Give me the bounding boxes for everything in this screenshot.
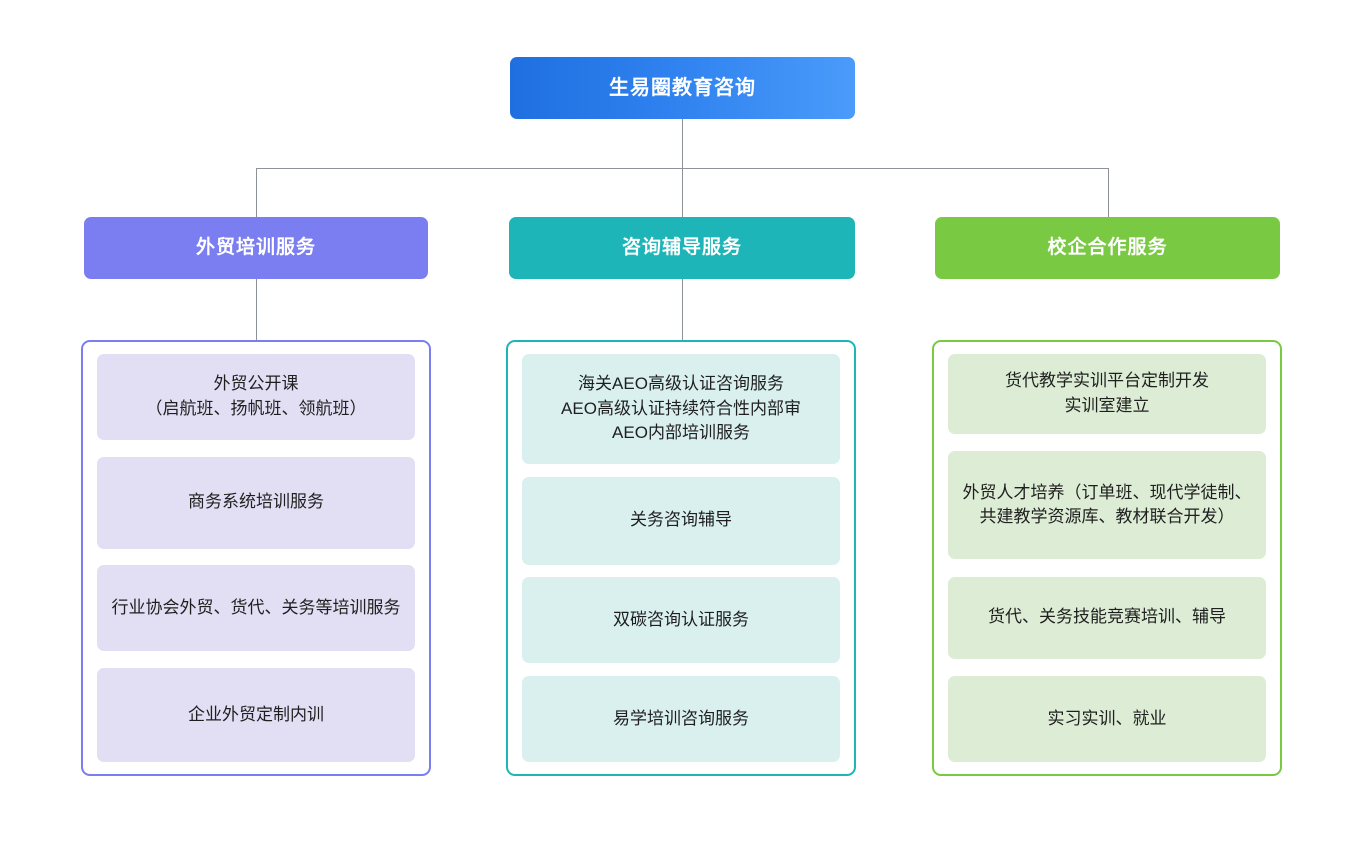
category-header-waimao-peixun[interactable]: 外贸培训服务 — [84, 217, 428, 279]
category-panel-zixun-fudao: 海关AEO高级认证咨询服务 AEO高级认证持续符合性内部审 AEO内部培训服务 … — [506, 340, 856, 776]
connector-header-to-panel-col-1 — [682, 279, 683, 340]
connector-header-to-panel-col-0 — [256, 279, 257, 340]
root-node-label: 生易圈教育咨询 — [609, 77, 756, 99]
category-header-label: 校企合作服务 — [1047, 236, 1168, 258]
connector-root-stem — [682, 119, 683, 168]
category-panel-xiaoqi-hezuo: 货代教学实训平台定制开发 实训室建立 外贸人才培养（订单班、现代学徒制、共建教学… — [932, 340, 1282, 776]
leaf-item[interactable]: 外贸人才培养（订单班、现代学徒制、共建教学资源库、教材联合开发） — [948, 451, 1266, 560]
category-header-zixun-fudao[interactable]: 咨询辅导服务 — [509, 217, 855, 279]
leaf-item[interactable]: 海关AEO高级认证咨询服务 AEO高级认证持续符合性内部审 AEO内部培训服务 — [522, 354, 840, 464]
connector-drop-col-0 — [256, 168, 257, 217]
leaf-item[interactable]: 易学培训咨询服务 — [522, 675, 840, 762]
connector-drop-col-1 — [682, 168, 683, 217]
leaf-item[interactable]: 双碳咨询认证服务 — [522, 577, 840, 664]
leaf-item[interactable]: 货代教学实训平台定制开发 实训室建立 — [948, 354, 1266, 434]
category-header-label: 咨询辅导服务 — [621, 236, 742, 258]
leaf-item[interactable]: 行业协会外贸、货代、关务等培训服务 — [97, 565, 415, 652]
leaf-item[interactable]: 货代、关务技能竞赛培训、辅导 — [948, 576, 1266, 659]
leaf-item[interactable]: 关务咨询辅导 — [522, 476, 840, 565]
leaf-item[interactable]: 商务系统培训服务 — [97, 456, 415, 549]
leaf-item[interactable]: 外贸公开课 （启航班、扬帆班、领航班） — [97, 354, 415, 440]
root-node[interactable]: 生易圈教育咨询 — [510, 57, 855, 119]
leaf-item[interactable]: 实习实训、就业 — [948, 675, 1266, 762]
category-panel-waimao-peixun: 外贸公开课 （启航班、扬帆班、领航班） 商务系统培训服务 行业协会外贸、货代、关… — [81, 340, 431, 776]
connector-drop-col-2 — [1108, 168, 1109, 217]
category-header-label: 外贸培训服务 — [195, 236, 316, 258]
category-header-xiaoqi-hezuo[interactable]: 校企合作服务 — [935, 217, 1280, 279]
leaf-item[interactable]: 企业外贸定制内训 — [97, 667, 415, 762]
